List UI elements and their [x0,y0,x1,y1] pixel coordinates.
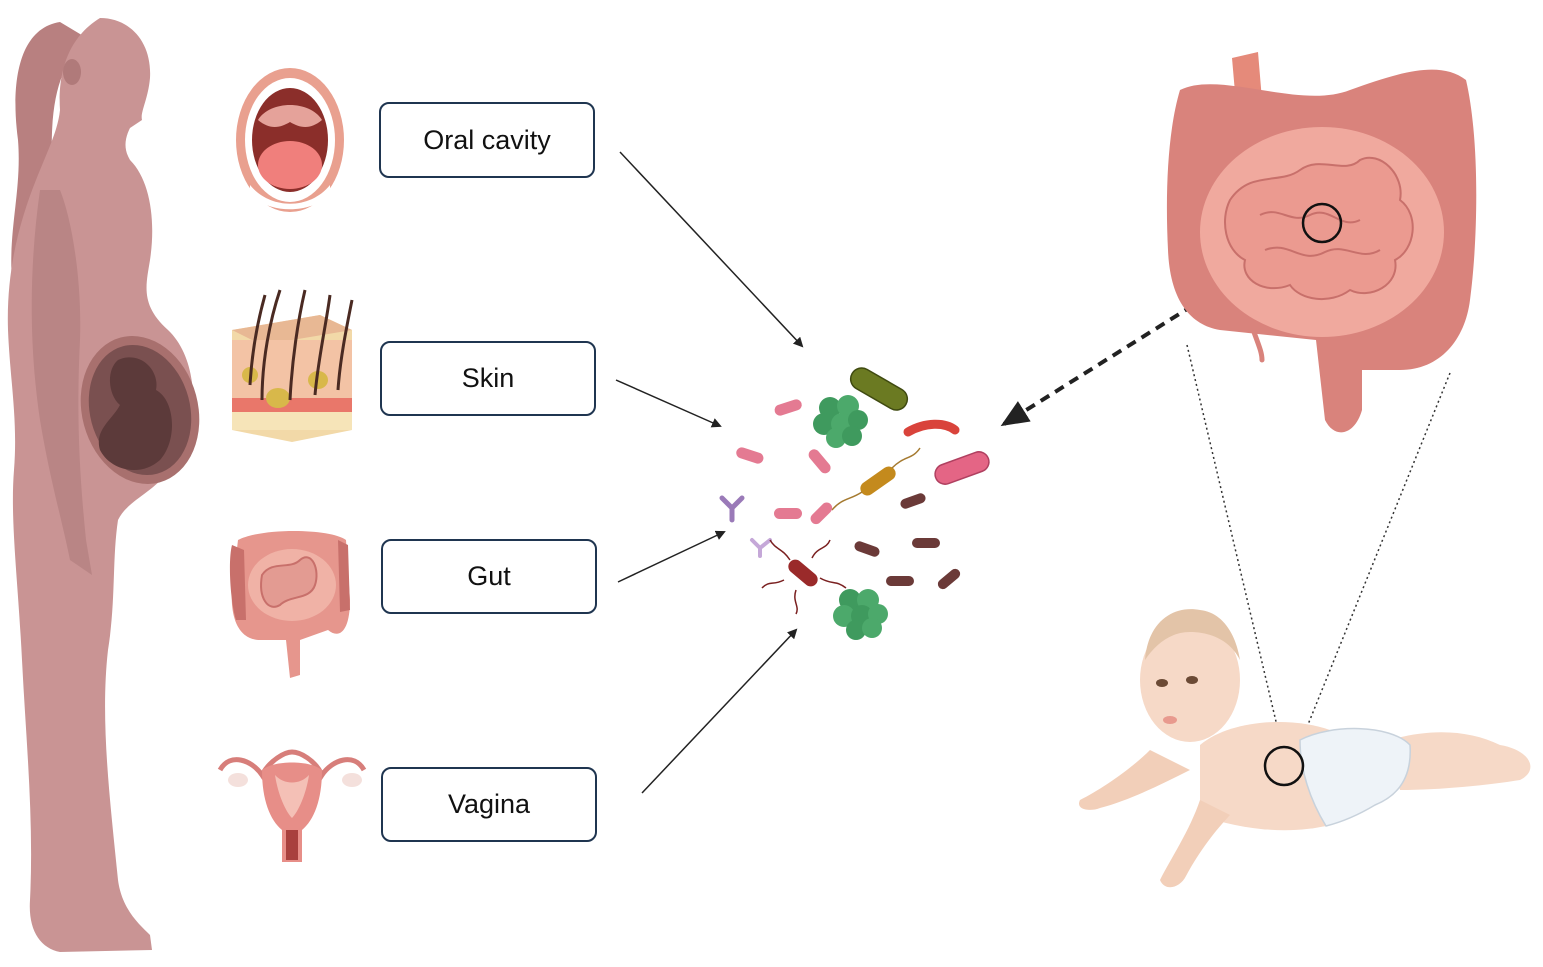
arrow-gut [617,530,726,583]
bacteria-cluster-icon [719,367,990,640]
coccus-cluster-bottom [833,589,888,640]
arrow-oral [619,151,804,348]
uterus-icon [217,749,367,862]
intestine-icon [229,531,350,678]
source-label-vagina: Vagina [447,789,531,819]
pregnant-woman-icon [7,18,200,952]
large-intestine-icon [1166,52,1477,433]
arrow-vagina [641,628,798,794]
source-box-gut: Gut [381,539,597,614]
arrow-skin [615,379,722,428]
source-label-oral-cavity: Oral cavity [423,124,551,155]
open-mouth-icon [236,68,344,212]
source-box-skin: Skin [380,341,596,416]
zoom-lines [1186,344,1451,733]
baby-icon [1079,609,1531,888]
skin-layers-icon [232,289,354,442]
source-label-gut: Gut [467,561,511,591]
source-box-vagina: Vagina [381,767,597,842]
coccus-cluster-top [813,395,868,448]
source-box-oral-cavity: Oral cavity [379,102,595,178]
source-label-skin: Skin [461,363,515,393]
